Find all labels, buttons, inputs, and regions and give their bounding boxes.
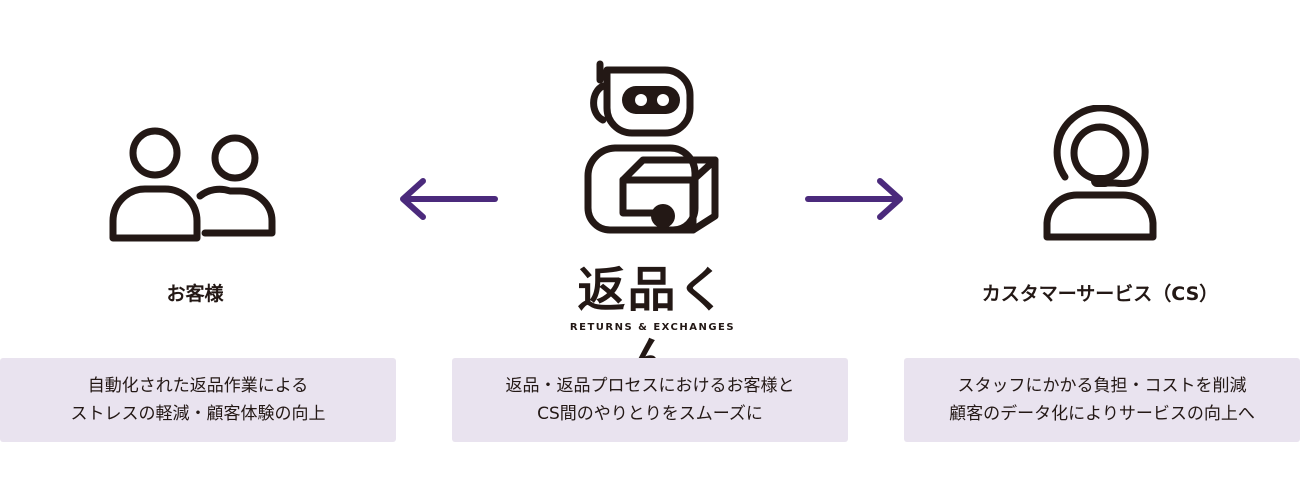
customer-service-label: カスタマーサービス（CS） — [981, 283, 1219, 305]
robot-carrying-box-icon — [575, 58, 725, 238]
customers-benefit-line-2: ストレスの軽減・顧客体験の向上 — [70, 404, 326, 424]
customers-label: お客様 — [166, 283, 224, 305]
two-people-icon — [105, 125, 285, 245]
product-benefit-line-1: 返品・返品プロセスにおけるお客様と — [505, 376, 795, 396]
product-benefit-line-2: CS間のやりとりをスムーズに — [537, 404, 763, 424]
arrow-right-icon — [800, 175, 910, 225]
product-logo-subtext: RETURNS & EXCHANGES — [569, 322, 736, 333]
customer-service-benefit-box: スタッフにかかる負担・コストを削減 顧客のデータ化によりサービスの向上へ — [904, 358, 1300, 442]
customer-service-benefit-line-2: 顧客のデータ化によりサービスの向上へ — [949, 404, 1255, 424]
customers-benefit-box: 自動化された返品作業による ストレスの軽減・顧客体験の向上 — [0, 358, 396, 442]
product-benefit-box: 返品・返品プロセスにおけるお客様と CS間のやりとりをスムーズに — [452, 358, 848, 442]
arrow-left-icon — [393, 175, 503, 225]
headset-operator-icon — [1035, 105, 1165, 245]
customers-benefit-line-1: 自動化された返品作業による — [87, 376, 309, 396]
customer-service-benefit-line-1: スタッフにかかる負担・コストを削減 — [957, 376, 1247, 396]
